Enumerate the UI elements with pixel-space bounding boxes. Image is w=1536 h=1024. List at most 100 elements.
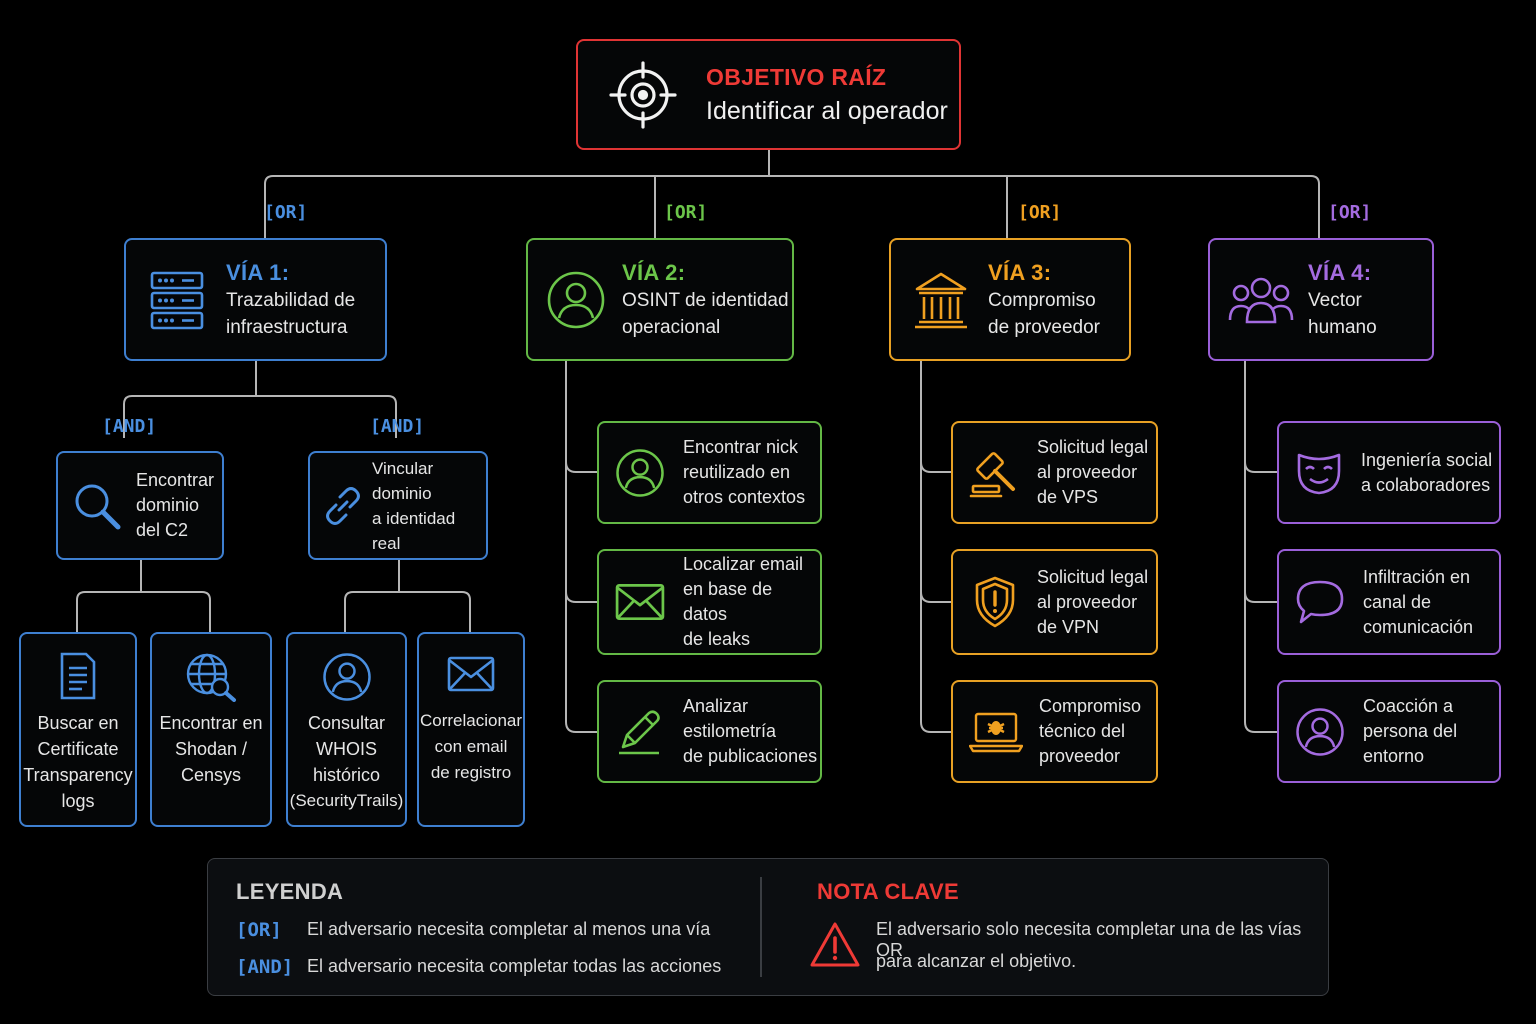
note-line2: para alcanzar el objetivo.: [876, 951, 1077, 971]
via1-and-node-2[interactable]: Vincular dominio a identidad real: [308, 451, 488, 560]
via4-item-2[interactable]: Infiltración en canal de comunicación: [1277, 549, 1501, 655]
leaf1-line3: Transparency: [23, 765, 133, 785]
via2-item3-line2: estilometría: [683, 721, 777, 741]
user-circle-icon: [1296, 707, 1344, 756]
gate-and-1: [AND]: [102, 416, 157, 437]
via2-branch-2: [565, 591, 597, 603]
via4-node[interactable]: VÍA 4: Vector humano: [1208, 238, 1434, 361]
via3-item3-line2: técnico del: [1039, 721, 1126, 741]
via4-item-3[interactable]: Coacción a persona del entorno: [1277, 680, 1501, 783]
link-icon: [326, 486, 360, 525]
leaf2-line3: Censys: [180, 765, 242, 785]
and2-line2: a identidad real: [372, 508, 456, 553]
via1-line1: Trazabilidad de: [226, 289, 356, 311]
via3-branch-2: [920, 591, 951, 603]
via3-line2: de proveedor: [988, 316, 1100, 338]
via2-title: VÍA 2:: [622, 259, 686, 285]
via1-leaf-3[interactable]: Consultar WHOIS histórico (SecurityTrail…: [286, 632, 407, 827]
via2-item-3[interactable]: Analizar estilometría de publicaciones: [597, 680, 822, 783]
user-circle-icon: [616, 448, 664, 497]
via3-item2-line2: al proveedor: [1037, 591, 1138, 612]
and1-line1: Encontrar: [136, 470, 215, 490]
via2-item1-line1: Encontrar nick: [683, 437, 799, 457]
warning-icon: [810, 922, 860, 967]
via1-leaf-1[interactable]: Buscar en Certificate Transparency logs: [19, 632, 137, 827]
via4-item1-line2: a colaboradores: [1361, 474, 1491, 495]
via2-item1-line2: reutilizado en: [683, 462, 791, 482]
via1-node[interactable]: VÍA 1: Trazabilidad de infraestructura: [124, 238, 387, 361]
via2-item2-line1: Localizar email: [683, 554, 804, 574]
root-label: OBJETIVO RAÍZ: [706, 63, 887, 90]
root-node[interactable]: OBJETIVO RAÍZ Identificar al operador: [576, 39, 961, 150]
via3-trunk: [920, 361, 951, 733]
via1-title: VÍA 1:: [226, 259, 290, 285]
leaf1-line1: Buscar en: [37, 713, 119, 733]
gate-or-via2: [OR]: [664, 202, 708, 223]
via3-node[interactable]: VÍA 3: Compromiso de proveedor: [889, 238, 1131, 361]
envelope-icon: [447, 656, 495, 692]
via2-item-2[interactable]: Localizar email en base de datos de leak…: [597, 549, 822, 655]
via4-branch-1: [1244, 461, 1277, 473]
via3-branch-1: [920, 461, 951, 473]
and2-line1: Vincular dominio: [372, 458, 434, 503]
via2-item-1[interactable]: Encontrar nick reutilizado en otros cont…: [597, 421, 822, 524]
via3-line1: Compromiso: [988, 289, 1096, 311]
root-text: Identificar al operador: [706, 96, 948, 125]
leaf4-line1: Correlacionar: [419, 711, 523, 730]
legend-title: LEYENDA: [236, 879, 344, 904]
via2-item3-line1: Analizar: [683, 696, 749, 716]
and1-line2: dominio: [136, 495, 200, 515]
document-icon: [60, 652, 96, 700]
via3-item2-line3: de VPN: [1037, 616, 1100, 637]
and2-bus: [344, 591, 471, 632]
and1-bus: [76, 591, 211, 632]
via3-item-1[interactable]: Solicitud legal al proveedor de VPS: [951, 421, 1158, 524]
legend-and-label: [AND]: [236, 956, 294, 978]
legend-and-text: El adversario necesita completar todas l…: [307, 956, 722, 976]
leaf4-line3: de registro: [430, 763, 512, 782]
via2-trunk: [565, 361, 597, 733]
envelope-icon: [615, 583, 665, 621]
leaf3-line3: histórico: [312, 765, 381, 785]
via4-item2-line3: comunicación: [1363, 616, 1474, 637]
or-bus: [264, 175, 1320, 238]
via2-item2-line2: en base de datos: [683, 579, 773, 624]
leaf1-line4: logs: [61, 791, 95, 811]
via2-item2-line3: de leaks: [683, 629, 751, 649]
via4-title: VÍA 4:: [1308, 259, 1372, 285]
via2-node[interactable]: VÍA 2: OSINT de identidad operacional: [526, 238, 794, 361]
search-icon: [75, 484, 121, 529]
server-icon: [150, 271, 204, 329]
via1-and-node-1[interactable]: Encontrar dominio del C2: [56, 451, 224, 560]
group-icon: [1228, 277, 1294, 323]
via4-trunk: [1244, 361, 1277, 733]
pencil-icon: [619, 709, 660, 754]
note-line1: El adversario solo necesita completar un…: [876, 919, 1302, 960]
via4-item1-line1: Ingeniería social: [1361, 449, 1493, 470]
via4-item3-line2: persona del: [1363, 721, 1458, 741]
legend-panel: LEYENDA [OR] El adversario necesita comp…: [207, 858, 1329, 996]
via4-item2-line2: canal de: [1363, 591, 1432, 612]
via3-item2-line1: Solicitud legal: [1037, 566, 1149, 587]
leaf2-line1: Encontrar en: [159, 713, 263, 733]
via3-item-2[interactable]: Solicitud legal al proveedor de VPN: [951, 549, 1158, 655]
via3-item-3[interactable]: Compromiso técnico del proveedor: [951, 680, 1158, 783]
via1-leaf-2[interactable]: Encontrar en Shodan / Censys: [150, 632, 272, 827]
and1-line3: del C2: [136, 520, 189, 540]
leaf3-line1: Consultar: [307, 713, 386, 733]
legend-or-text: El adversario necesita completar al meno…: [307, 919, 711, 939]
target-icon: [609, 60, 677, 129]
via2-item1-line3: otros contextos: [683, 487, 806, 507]
via1-leaf-4[interactable]: Correlacionar con email de registro: [417, 632, 525, 827]
note-title: NOTA CLAVE: [817, 879, 959, 904]
gavel-icon: [969, 451, 1015, 497]
via4-item-1[interactable]: Ingeniería social a colaboradores: [1277, 421, 1501, 524]
gate-and-2: [AND]: [370, 416, 425, 437]
mask-icon: [1297, 453, 1341, 494]
via4-item3-line1: Coacción a: [1363, 696, 1454, 716]
gate-or-via4: [OR]: [1328, 202, 1372, 223]
via4-branch-2: [1244, 591, 1277, 603]
and-bus: [123, 395, 397, 438]
shield-alert-icon: [975, 576, 1015, 628]
